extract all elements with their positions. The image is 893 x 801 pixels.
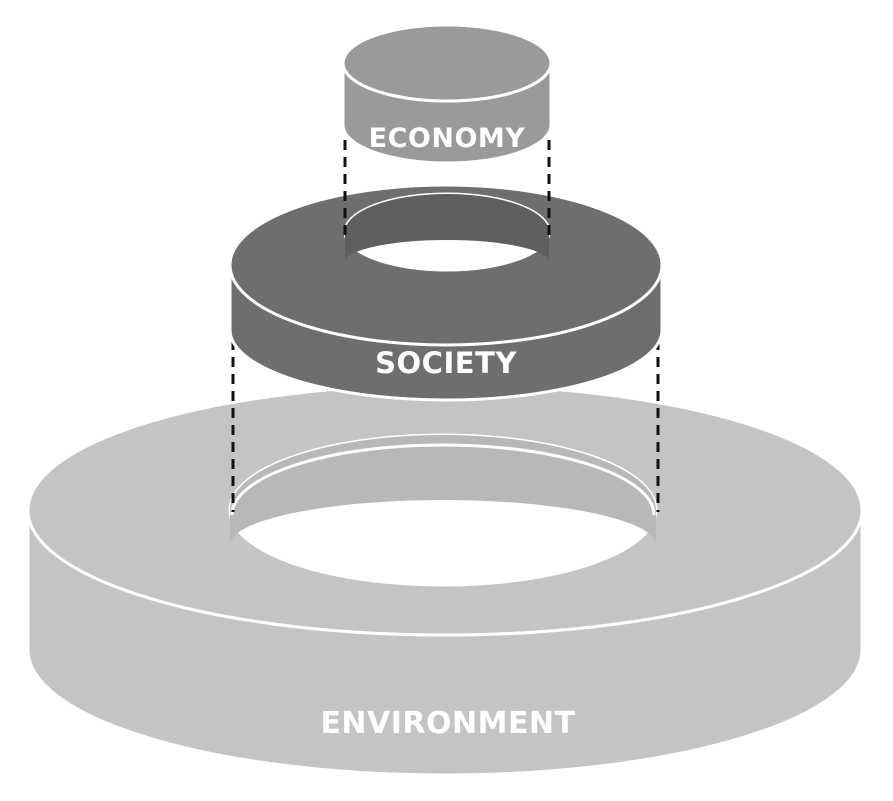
economy-label: ECONOMY xyxy=(369,123,526,154)
economy-cylinder: ECONOMY xyxy=(341,23,553,165)
environment-ring-inner-edge xyxy=(230,443,656,516)
environment-ring: ENVIRONMENT xyxy=(26,383,864,777)
society-ring-inner-wall xyxy=(345,194,549,262)
environment-ring-top xyxy=(26,383,864,637)
environment-ring-inner-wall xyxy=(230,435,656,545)
society-ring: SOCIETY xyxy=(228,183,664,402)
environment-label: ENVIRONMENT xyxy=(320,706,575,741)
economy-cylinder-top xyxy=(341,23,553,103)
society-label: SOCIETY xyxy=(375,346,517,380)
